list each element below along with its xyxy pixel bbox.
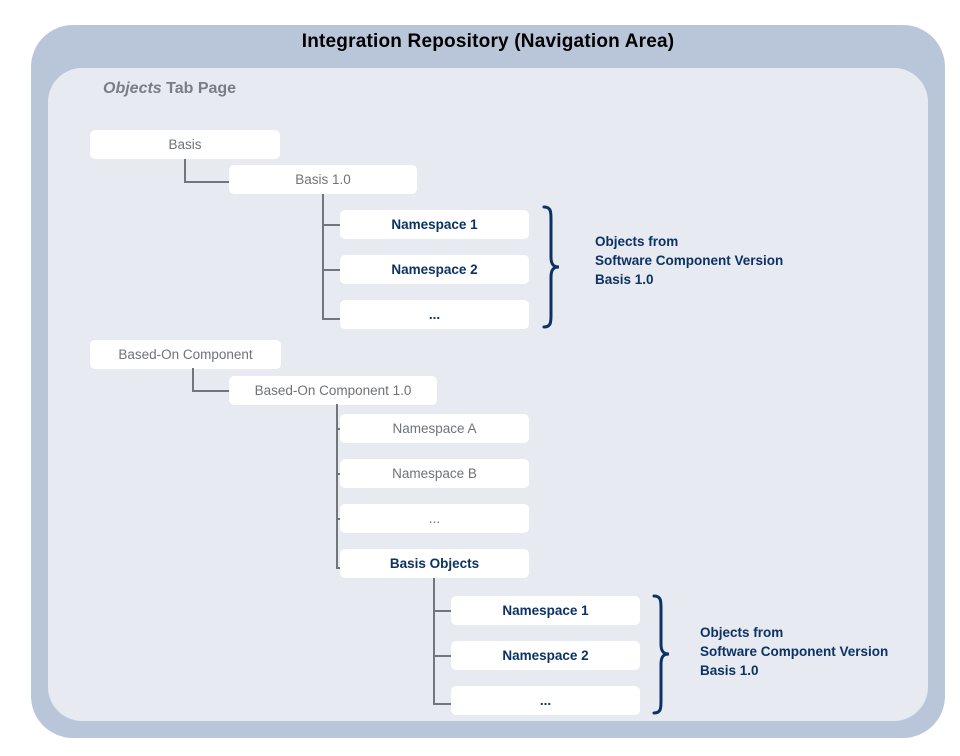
tree-node-basis-1-0[interactable]: Basis 1.0 [229,165,417,194]
tree-node-based-on-component[interactable]: Based-On Component [90,340,281,369]
brace-bottom [652,594,670,715]
annotation-line-3: Basis 1.0 [700,663,759,678]
annotation-bottom: Objects from Software Component Version … [700,623,888,680]
connector-branch-ns1 [322,224,342,226]
tree-node-namespace-2[interactable]: Namespace 2 [340,255,529,284]
tree-node-label: Namespace B [392,466,477,481]
page-title: Integration Repository (Navigation Area) [301,31,675,52]
connector-basis-1-0-trunk [322,194,324,320]
connector-basis-vertical [184,159,186,183]
annotation-top: Objects from Software Component Version … [595,232,783,289]
connector-branch-nested-ns1 [433,610,453,612]
tree-node-namespace-ellipsis[interactable]: ... [340,300,529,329]
connector-basis-horizontal [184,181,231,183]
connector-based-on-horizontal [192,390,232,392]
connector-based-on-1-0-trunk [336,404,338,569]
tree-node-namespace-a[interactable]: Namespace A [340,414,529,443]
tree-node-label: ... [539,693,552,708]
tree-node-basis-objects[interactable]: Basis Objects [340,549,529,578]
annotation-line-1: Objects from [595,234,679,249]
tab-page-label: Objects Tab Page [103,80,236,98]
tree-node-label: Basis Objects [389,556,480,571]
annotation-line-2: Software Component Version [700,644,889,659]
tree-node-label: ... [428,307,441,322]
tree-node-label: ... [428,511,441,526]
tree-node-namespace-1[interactable]: Namespace 1 [340,210,529,239]
connector-based-on-vertical [192,368,194,392]
tab-page-label-emphasis: Objects [103,80,162,97]
tree-node-label: Namespace 2 [502,648,589,663]
tree-node-label: Namespace 1 [391,217,478,232]
tree-node-label: Based-On Component 1.0 [254,383,412,398]
connector-basis-objects-trunk [433,578,435,705]
brace-top [542,205,560,329]
connector-branch-ns2 [322,269,342,271]
tree-node-namespace-ellipsis-2[interactable]: ... [340,504,529,533]
connector-branch-nested-ns2 [433,655,453,657]
tree-node-label: Based-On Component [118,347,253,362]
annotation-line-3: Basis 1.0 [595,272,654,287]
tree-node-label: Namespace 1 [502,603,589,618]
tab-page-label-suffix: Tab Page [161,80,237,97]
annotation-line-2: Software Component Version [595,253,784,268]
tree-node-label: Namespace 2 [391,262,478,277]
tree-node-basis[interactable]: Basis [90,130,280,159]
tree-node-nested-namespace-1[interactable]: Namespace 1 [451,596,640,625]
tree-node-label: Namespace A [392,421,477,436]
tree-node-label: Basis [168,137,202,152]
tree-node-nested-namespace-2[interactable]: Namespace 2 [451,641,640,670]
connector-branch-nested-ellipsis [433,703,453,705]
tree-node-label: Basis 1.0 [295,172,351,187]
tree-node-based-on-component-1-0[interactable]: Based-On Component 1.0 [229,376,437,405]
annotation-line-1: Objects from [700,625,784,640]
connector-branch-ns-ellipsis [322,318,342,320]
tree-node-nested-namespace-ellipsis[interactable]: ... [451,686,640,715]
tree-node-namespace-b[interactable]: Namespace B [340,459,529,488]
